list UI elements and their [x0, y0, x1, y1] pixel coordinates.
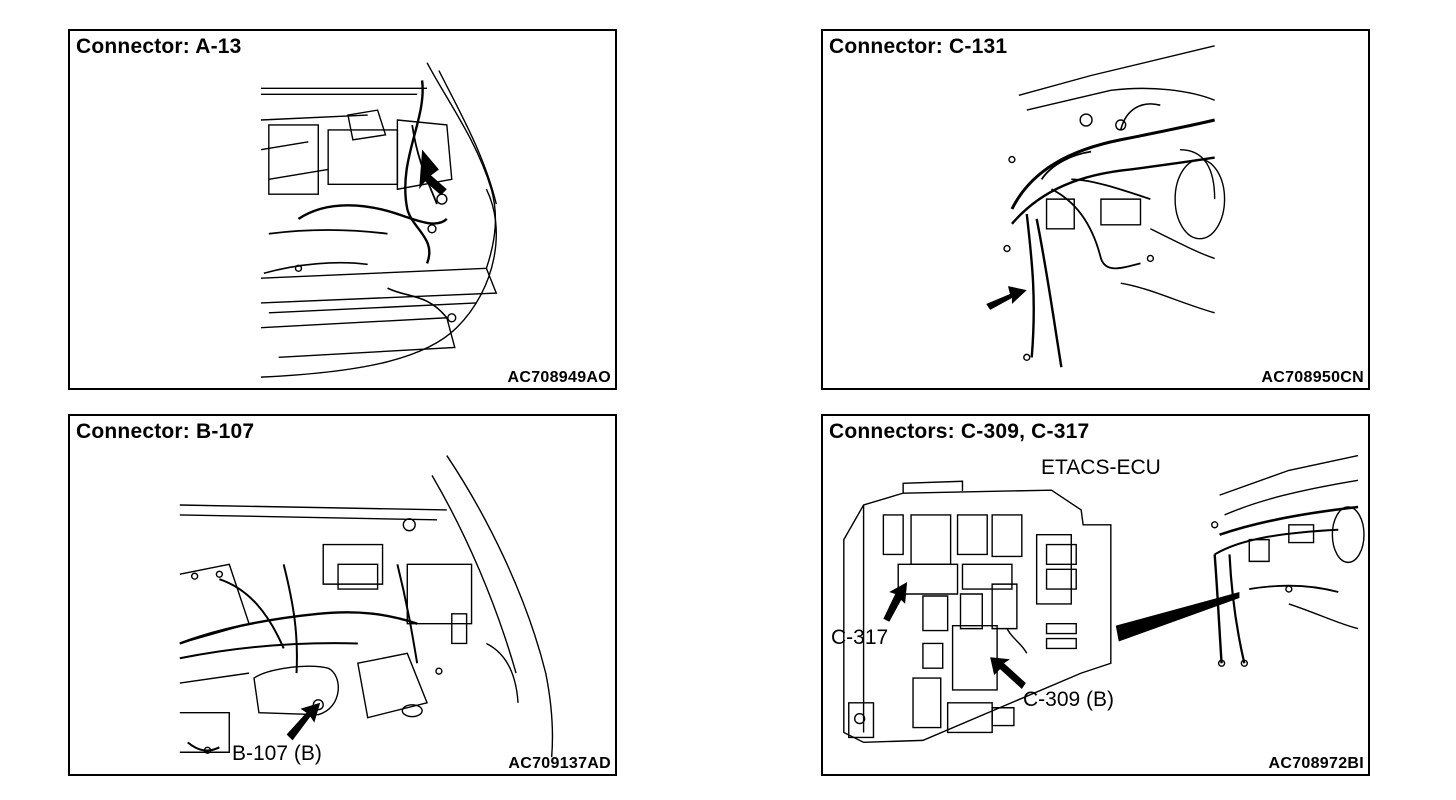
panel-title: Connectors: C-309, C-317 — [829, 420, 1090, 443]
engine-bay-illustration — [70, 416, 615, 774]
diagram-panel-c131: Connector: C-131 AC708950CN — [821, 29, 1370, 390]
etacs-ecu-illustration — [823, 416, 1368, 774]
figure-code: AC708950CN — [1261, 369, 1364, 386]
engine-bay-illustration — [70, 31, 615, 388]
figure-code: AC708949AO — [507, 369, 611, 386]
dashboard-harness-illustration — [986, 31, 1368, 388]
callout-c317: C-317 — [831, 626, 889, 649]
diagram-panel-c309-c317: Connectors: C-309, C-317 ETACS-ECU — [821, 414, 1370, 776]
figure-code: AC709137AD — [508, 755, 611, 772]
diagram-panel-a13: Connector: A-13 AC708949AO — [68, 29, 617, 390]
diagram-panel-b107: Connector: B-107 B-107 (B) AC709137AD — [68, 414, 617, 776]
etacs-ecu-label: ETACS-ECU — [1041, 456, 1161, 479]
figure-code: AC708972BI — [1268, 755, 1364, 772]
callout-b107: B-107 (B) — [232, 742, 322, 765]
callout-c309: C-309 (B) — [1023, 688, 1115, 711]
panel-title: Connector: A-13 — [76, 35, 242, 58]
panel-title: Connector: C-131 — [829, 35, 1008, 58]
panel-title: Connector: B-107 — [76, 420, 255, 443]
